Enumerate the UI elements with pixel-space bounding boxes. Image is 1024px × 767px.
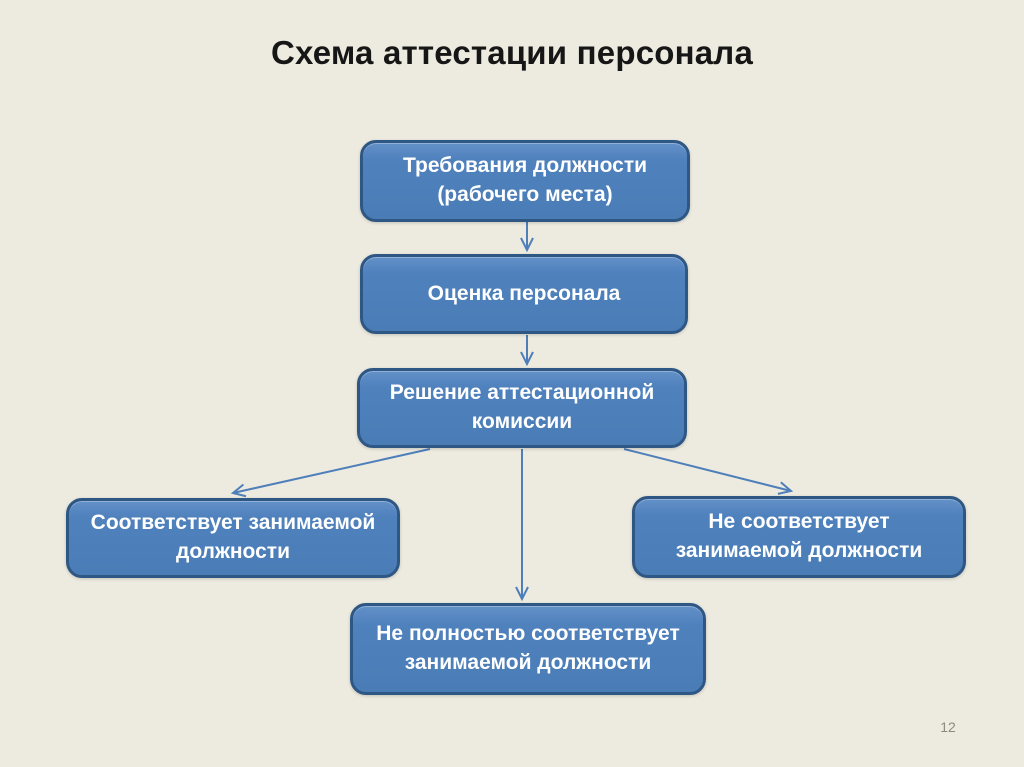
connector-decision-not-matches	[623, 448, 794, 495]
node-personnel-assessment: Оценка персонала	[360, 254, 688, 334]
connector-decision-matches	[230, 448, 431, 498]
node-commission-decision: Решение аттестационной комиссии	[357, 368, 687, 448]
page-number: 12	[940, 719, 956, 735]
slide-title: Схема аттестации персонала	[270, 34, 754, 71]
node-matches-position: Соответствует занимаемой должности	[66, 498, 400, 578]
node-does-not-match-position: Не соответствует занимаемой должности	[632, 496, 966, 578]
node-job-requirements: Требования должности (рабочего места)	[360, 140, 690, 222]
node-partially-matches-position: Не полностью соответствует занимаемой до…	[350, 603, 706, 695]
